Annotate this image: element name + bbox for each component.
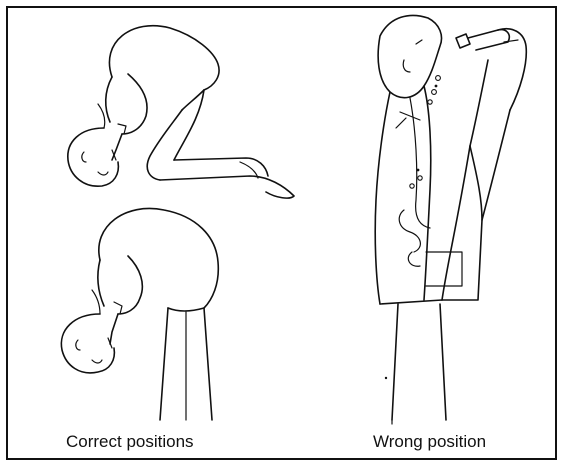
tilted-figure: [375, 15, 526, 420]
caption-correct-positions: Correct positions: [66, 432, 194, 452]
caption-wrong-position: Wrong position: [373, 432, 486, 452]
bending-figure: [61, 208, 218, 420]
kneeling-figure: [68, 26, 294, 198]
